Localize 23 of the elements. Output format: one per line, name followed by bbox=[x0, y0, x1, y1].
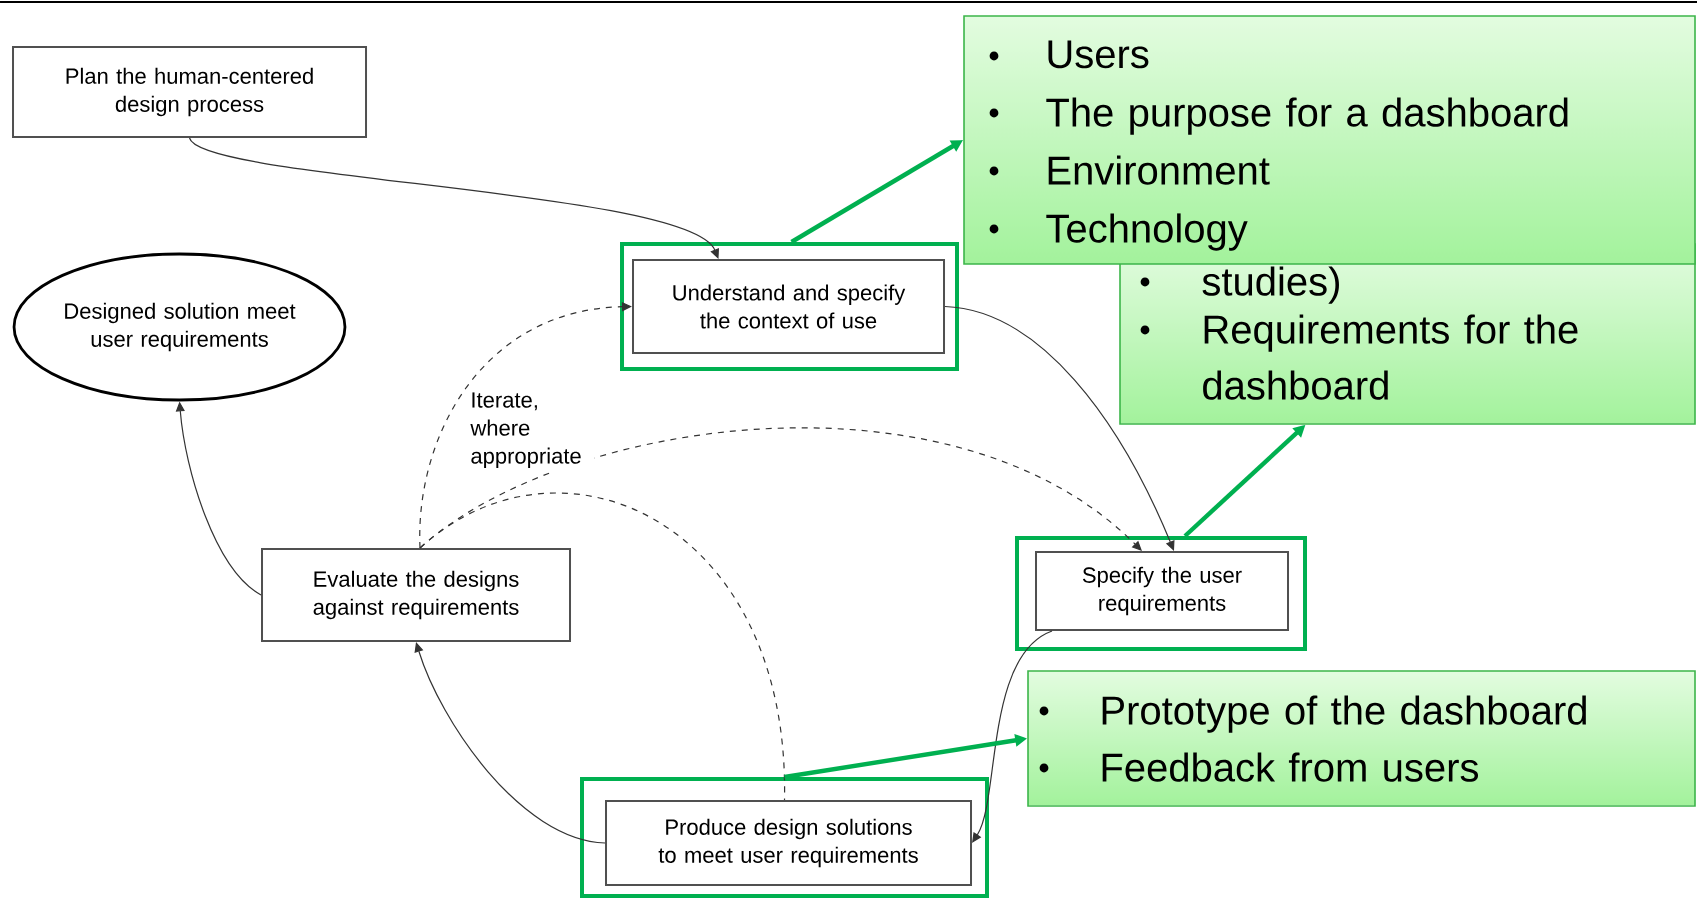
bullet-item: Prototype of the dashboard bbox=[1039, 695, 1586, 733]
bullet-item: Technology bbox=[989, 213, 1248, 251]
dashed-connector-line bbox=[419, 493, 786, 801]
process-box: Specify the user requirements bbox=[1035, 551, 1289, 631]
bullet-item: studies) bbox=[1140, 266, 1339, 304]
arrow bbox=[972, 630, 1053, 843]
bullet-item: Feedback from users bbox=[1039, 752, 1478, 782]
arrow bbox=[414, 642, 606, 844]
arrow bbox=[944, 305, 1175, 551]
bullet-item: The purpose for a dashboard bbox=[989, 97, 1568, 135]
bullet-item: Requirements for the dashboard bbox=[1140, 314, 1578, 400]
highlight-frame bbox=[620, 242, 959, 371]
dashed-arrow bbox=[419, 302, 632, 549]
highlight-frame bbox=[580, 777, 989, 898]
process-box: Produce design solutions to meet user requirements bbox=[605, 800, 972, 886]
bullet-item: Environment bbox=[989, 155, 1270, 185]
arrow bbox=[188, 137, 719, 259]
process-box: Plan the human-centered design process bbox=[12, 46, 367, 138]
bullet-item: Users bbox=[989, 40, 1149, 69]
highlight-frame bbox=[1015, 536, 1307, 651]
annotation-text: Iterate, where appropriate bbox=[466, 388, 595, 473]
process-box: Understand and specify the context of use bbox=[632, 259, 945, 354]
process-box: Evaluate the designs against requirements bbox=[261, 548, 571, 642]
